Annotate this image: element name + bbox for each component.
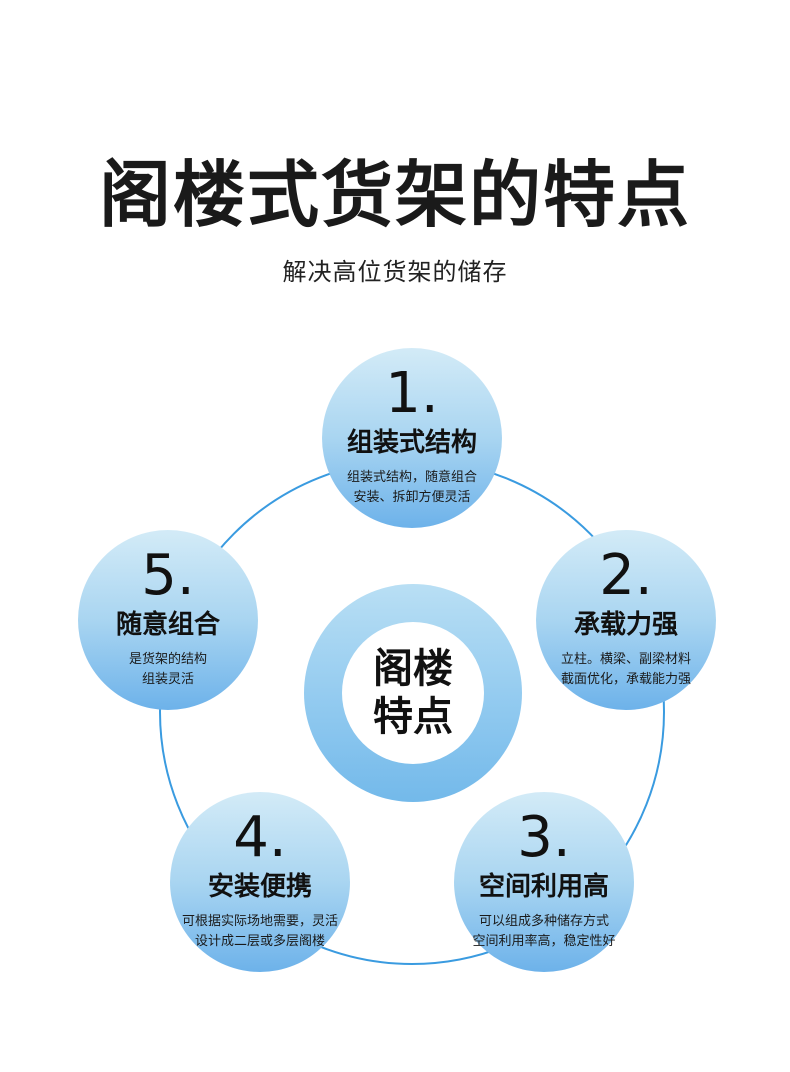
feature-desc-line: 可根据实际场地需要，灵活 <box>181 914 338 929</box>
feature-number: 1. <box>385 361 439 426</box>
feature-title: 承载力强 <box>573 610 678 640</box>
feature-node-3: 3. 空间利用高 可以组成多种储存方式 空间利用率高，稳定性好 <box>454 792 634 972</box>
feature-description: 立柱。横梁、副梁材料 截面优化，承载能力强 <box>536 650 716 690</box>
feature-number: 2. <box>599 543 653 608</box>
feature-node-2: 2. 承载力强 立柱。横梁、副梁材料 截面优化，承载能力强 <box>536 530 716 710</box>
center-label-line2: 特点 <box>373 694 453 740</box>
page-subtitle: 解决高位货架的储存 <box>282 258 508 286</box>
feature-node-5: 5. 随意组合 是货架的结构 组装灵活 <box>78 530 258 710</box>
feature-title: 组装式结构 <box>346 428 477 458</box>
feature-desc-line: 安装、拆卸方便灵活 <box>353 490 471 505</box>
feature-number: 5. <box>141 543 195 608</box>
feature-desc-line: 设计成二层或多层阁楼 <box>194 934 325 949</box>
feature-description: 组装式结构，随意组合 安装、拆卸方便灵活 <box>322 468 502 508</box>
feature-title: 随意组合 <box>115 610 220 640</box>
feature-node-1: 1. 组装式结构 组装式结构，随意组合 安装、拆卸方便灵活 <box>322 348 502 528</box>
feature-desc-line: 截面优化，承载能力强 <box>560 672 691 687</box>
feature-desc-line: 组装灵活 <box>141 672 194 687</box>
feature-desc-line: 组装式结构，随意组合 <box>346 470 477 485</box>
feature-title: 安装便携 <box>207 872 312 902</box>
center-label-line1: 阁楼 <box>373 646 453 692</box>
feature-title: 空间利用高 <box>478 872 609 902</box>
feature-description: 是货架的结构 组装灵活 <box>78 650 258 690</box>
feature-number: 3. <box>517 805 571 870</box>
feature-node-4: 4. 安装便携 可根据实际场地需要，灵活 设计成二层或多层阁楼 <box>170 792 350 972</box>
feature-description: 可根据实际场地需要，灵活 设计成二层或多层阁楼 <box>170 912 350 952</box>
feature-description: 可以组成多种储存方式 空间利用率高，稳定性好 <box>454 912 634 952</box>
page-title: 阁楼式货架的特点 <box>98 153 691 237</box>
feature-desc-line: 可以组成多种储存方式 <box>478 914 609 929</box>
feature-desc-line: 空间利用率高，稳定性好 <box>472 934 616 949</box>
feature-desc-line: 是货架的结构 <box>128 652 207 667</box>
feature-desc-line: 立柱。横梁、副梁材料 <box>560 652 691 667</box>
feature-number: 4. <box>233 805 287 870</box>
center-circle-inner <box>342 622 484 764</box>
